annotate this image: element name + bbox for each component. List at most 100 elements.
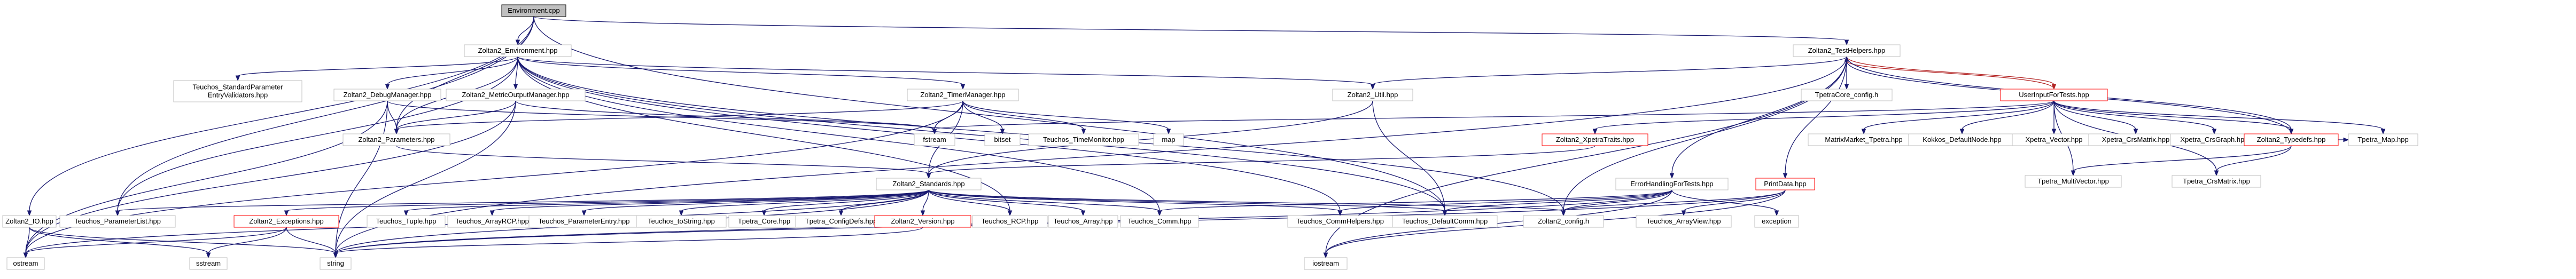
node-box	[1120, 215, 1199, 228]
node-teuchos-arrayview[interactable]: Teuchos_ArrayView.hpp	[1636, 215, 1732, 228]
arrowhead	[2133, 129, 2138, 135]
node-box	[234, 215, 339, 228]
node-label: Teuchos_ParameterList.hpp	[74, 217, 161, 225]
edge-line	[1683, 189, 1786, 212]
edge-line	[928, 189, 1445, 212]
node-label: iostream	[1312, 259, 1339, 267]
node-teuchos-parameterentry[interactable]: Teuchos_ParameterEntry.hpp	[528, 215, 640, 228]
node-label: Zoltan2_DebugManager.hpp	[344, 91, 432, 99]
edge-line	[962, 100, 1169, 130]
node-xpetra-crsmatrix[interactable]: Xpetra_CrsMatrix.hpp	[2088, 133, 2183, 146]
node-xpetra-crsgraph[interactable]: Xpetra_CrsGraph.hpp	[2170, 133, 2259, 146]
node-tpetracore-config[interactable]: TpetraCore_config.h	[1801, 89, 1893, 101]
node-zoltan2-debugmanager[interactable]: Zoltan2_DebugManager.hpp	[333, 89, 441, 101]
arrowhead	[1157, 210, 1162, 217]
node-tpetra-configdefs[interactable]: Tpetra_ConfigDefs.hpp	[795, 215, 887, 228]
node-teuchos-parameterlist[interactable]: Teuchos_ParameterList.hpp	[59, 215, 176, 228]
node-box	[1754, 215, 1799, 228]
node-box	[984, 133, 1021, 146]
node-box	[876, 178, 982, 190]
node-teuchos-timemonitor[interactable]: Teuchos_TimeMonitor.hpp	[1028, 133, 1139, 146]
node-teuchos-arrayrcp[interactable]: Teuchos_ArrayRCP.hpp	[447, 215, 537, 228]
edge-line	[29, 227, 336, 254]
node-zoltan2-environment[interactable]: Zoltan2_Environment.hpp	[464, 44, 572, 57]
node-matrixmarket-tpetra[interactable]: MatrixMarket_Tpetra.hpp	[1808, 133, 1920, 146]
node-kokkos-defaultnode[interactable]: Kokkos_DefaultNode.hpp	[1908, 133, 2016, 146]
arrowhead	[1442, 210, 1447, 217]
node-box	[1793, 44, 1901, 57]
node-teuchos-std-param-validators[interactable]: Teuchos_StandardParameterEntryValidators…	[173, 80, 302, 102]
node-zoltan2-timemanager[interactable]: Zoltan2_TimerManager.hpp	[907, 89, 1019, 101]
node-zoltan2-io[interactable]: Zoltan2_IO.hpp	[2, 215, 57, 228]
node-zoltan2-exceptions[interactable]: Zoltan2_Exceptions.hpp	[234, 215, 339, 228]
node-teuchos-commhelpers[interactable]: Teuchos_CommHelpers.hpp	[1287, 215, 1393, 228]
node-zoltan2-config[interactable]: Zoltan2_config.h	[1523, 215, 1604, 228]
node-box	[367, 215, 446, 228]
node-label: Zoltan2_MetricOutputManager.hpp	[462, 91, 570, 99]
arrowhead	[1080, 210, 1086, 217]
arrowhead	[960, 84, 966, 90]
arrowhead	[385, 84, 390, 90]
node-box	[1048, 215, 1118, 228]
node-zoltan2-typedefs[interactable]: Zoltan2_Typedefs.hpp	[2244, 133, 2339, 146]
edge-line	[1962, 100, 2054, 130]
node-zoltan2-metricoutputmanager[interactable]: Zoltan2_MetricOutputManager.hpp	[446, 89, 586, 101]
node-box	[333, 89, 441, 101]
node-label: Zoltan2_Util.hpp	[1348, 91, 1398, 99]
node-zoltan2-testhelpers[interactable]: Zoltan2_TestHelpers.hpp	[1793, 44, 1901, 57]
edge-line	[928, 189, 1341, 212]
node-label: Tpetra_CrsMatrix.hpp	[2183, 177, 2250, 185]
node-tpetra-multivector[interactable]: Tpetra_MultiVector.hpp	[2025, 175, 2122, 188]
edge-environment_cpp-to-zoltan2_testhelpers	[533, 16, 1849, 46]
node-tpetra-crsmatrix[interactable]: Tpetra_CrsMatrix.hpp	[2172, 175, 2261, 188]
edge-line	[583, 189, 929, 212]
node-environment-cpp[interactable]: Environment.cpp	[501, 4, 566, 17]
node-box	[59, 215, 176, 228]
node-map[interactable]: map	[1153, 133, 1184, 146]
node-box	[320, 257, 352, 270]
node-box	[343, 133, 450, 146]
node-teuchos-tuple[interactable]: Teuchos_Tuple.hpp	[367, 215, 446, 228]
node-teuchos-defaultcomm[interactable]: Teuchos_DefaultComm.hpp	[1392, 215, 1498, 228]
node-teuchos-array[interactable]: Teuchos_Array.hpp	[1048, 215, 1118, 228]
edge-line	[928, 189, 1564, 212]
node-string[interactable]: string	[320, 257, 352, 270]
node-teuchos-rcp[interactable]: Teuchos_RCP.hpp	[972, 215, 1048, 228]
edge-line	[764, 189, 929, 212]
node-bitset[interactable]: bitset	[984, 133, 1021, 146]
node-sstream[interactable]: sstream	[189, 257, 228, 270]
edge-zoltan2_timemanager-to-map	[962, 100, 1171, 135]
node-teuchos-tostring[interactable]: Teuchos_toString.hpp	[636, 215, 727, 228]
edge-zoltan2_timemanager-to-ostream	[23, 100, 963, 259]
node-iostream[interactable]: iostream	[1304, 257, 1348, 270]
node-label: Xpetra_CrsMatrix.hpp	[2102, 135, 2169, 144]
edge-line	[533, 16, 1847, 41]
node-label: sstream	[196, 259, 221, 267]
node-userinputfortests[interactable]: UserInputForTests.hpp	[2000, 89, 2108, 101]
node-errorhandlingfortests[interactable]: ErrorHandlingForTests.hpp	[1615, 178, 1729, 190]
node-tpetra-core[interactable]: Tpetra_Core.hpp	[728, 215, 800, 228]
node-zoltan2-standards[interactable]: Zoltan2_Standards.hpp	[876, 178, 982, 190]
node-label: Zoltan2_Exceptions.hpp	[249, 217, 323, 225]
node-zoltan2-util[interactable]: Zoltan2_Util.hpp	[1332, 89, 1413, 101]
edge-line	[2053, 100, 2292, 130]
edge-zoltan2_standards-to-zoltan2_config	[928, 189, 1566, 217]
edge-line	[928, 189, 1084, 212]
edge-userinputfortests-to-zoltan2_testhelpers	[1844, 55, 2054, 90]
node-xpetra-vector[interactable]: Xpetra_Vector.hpp	[2012, 133, 2096, 146]
node-exception[interactable]: exception	[1754, 215, 1799, 228]
arrowhead	[1081, 129, 1086, 135]
node-zoltan2-xpetratraits[interactable]: Zoltan2_XpetraTraits.hpp	[1542, 133, 1648, 146]
node-fstream[interactable]: fstream	[914, 133, 955, 146]
node-ostream[interactable]: ostream	[6, 257, 45, 270]
node-zoltan2-parameters[interactable]: Zoltan2_Parameters.hpp	[343, 133, 450, 146]
node-zoltan2-version[interactable]: Zoltan2_Version.hpp	[874, 215, 971, 228]
node-box	[2348, 133, 2418, 146]
node-printdata[interactable]: PrintData.hpp	[1755, 178, 1815, 190]
arrowhead	[1959, 129, 1965, 135]
node-teuchos-comm[interactable]: Teuchos_Comm.hpp	[1120, 215, 1199, 228]
edge-zoltan2_standards-to-teuchos_parameterentry	[581, 189, 929, 217]
node-label: ErrorHandlingForTests.hpp	[1630, 180, 1713, 188]
node-tpetra-map[interactable]: Tpetra_Map.hpp	[2348, 133, 2418, 146]
